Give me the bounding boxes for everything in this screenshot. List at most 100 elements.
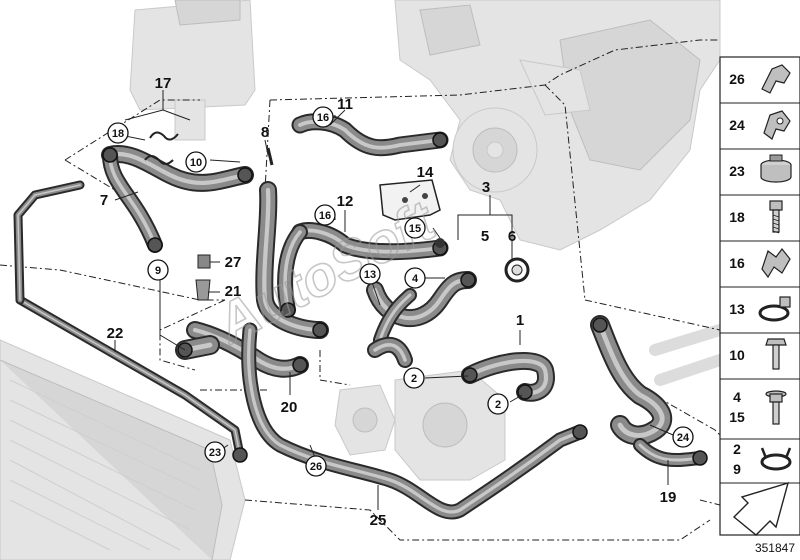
engine-block-ghost — [394, 0, 721, 251]
callout-24: 24 — [672, 426, 694, 448]
legend-label: 15 — [729, 409, 745, 425]
boundary-lines — [0, 39, 721, 541]
callout-21: 21 — [225, 283, 242, 300]
expansion-tank-ghost — [129, 0, 256, 141]
legend-label: 10 — [729, 347, 745, 363]
hose-connector — [460, 272, 476, 288]
callout-label: 16 — [317, 112, 329, 124]
callout-circle — [305, 455, 327, 477]
hose-upper — [255, 181, 329, 339]
callout-label: 24 — [677, 432, 690, 444]
hose-connector — [237, 167, 253, 183]
callout-label: 25 — [370, 512, 387, 529]
hose-connector — [102, 147, 118, 163]
hose-19 — [633, 438, 707, 467]
document-number: 351847 — [755, 541, 795, 555]
callout-label: 12 — [337, 193, 354, 210]
callout-label: 18 — [112, 128, 124, 140]
callout-circle — [204, 441, 226, 463]
legend-item-10: 10 — [720, 332, 800, 370]
hose-1 — [461, 351, 555, 402]
hose-clip-icon — [761, 248, 791, 279]
callout-circle — [404, 217, 426, 239]
hose-connector — [280, 302, 296, 318]
hose-7 — [101, 145, 254, 192]
callout-25: 25 — [370, 512, 387, 529]
callout-circle — [107, 122, 129, 144]
callout-circle — [487, 393, 509, 415]
spring-clamp-icon — [760, 447, 792, 471]
hoses-layer — [13, 113, 708, 520]
callout-circle — [672, 426, 694, 448]
callout-14: 14 — [417, 164, 434, 181]
legend-label: 9 — [733, 461, 741, 477]
hose-connector — [592, 317, 608, 333]
callout-label: 5 — [481, 228, 489, 245]
flange-bolt-icon — [765, 390, 787, 425]
legend-item-26: 26 — [729, 64, 791, 94]
legend-item-13: 13 — [720, 286, 800, 322]
legend-item-23: 23 — [720, 148, 800, 183]
callout-17: 17 — [155, 75, 172, 92]
callout-2b: 2 — [487, 393, 509, 415]
bolt-icon — [769, 200, 783, 234]
hose-12 — [291, 222, 449, 261]
callout-label: 2 — [495, 399, 501, 411]
callout-8: 8 — [261, 124, 269, 141]
callout-5: 5 — [481, 228, 489, 245]
legend-item-4: 415 — [720, 378, 800, 425]
callout-label: 6 — [508, 228, 516, 245]
callout-label: 10 — [190, 157, 202, 169]
pipe-left — [13, 180, 85, 305]
callout-circle — [403, 367, 425, 389]
direction-arrow-icon — [732, 481, 790, 536]
legend-item-18: 18 — [720, 194, 800, 234]
callout-label: 16 — [319, 210, 331, 222]
callout-label: 22 — [107, 325, 124, 342]
hose-right — [590, 315, 673, 446]
callout-circle — [185, 151, 207, 173]
hose-clamp-band-icon — [760, 154, 792, 183]
callout-label: 21 — [225, 283, 242, 300]
callout-11: 11 — [337, 96, 353, 113]
hose-connector — [147, 237, 163, 253]
hose-connector — [572, 424, 588, 440]
legend-label: 26 — [729, 71, 745, 87]
callout-3: 3 — [482, 179, 490, 196]
callout-circle — [404, 267, 426, 289]
legend-item-24: 24 — [720, 102, 800, 140]
callout-circle — [312, 106, 334, 128]
callout-4: 4 — [404, 267, 426, 289]
callout-label: 23 — [209, 447, 221, 459]
hose-connector — [432, 132, 448, 148]
callout-27: 27 — [225, 254, 242, 271]
callout-18: 18 — [107, 122, 129, 144]
callout-label: 20 — [281, 399, 298, 416]
callout-label: 13 — [364, 269, 376, 281]
callout-label: 27 — [225, 254, 242, 271]
callout-circle — [147, 259, 169, 281]
callout-1: 1 — [516, 312, 524, 329]
hose-11 — [291, 113, 449, 157]
callout-16a: 16 — [312, 106, 334, 128]
hex-bolt-icon — [765, 338, 787, 370]
spring-clip-icon — [763, 110, 791, 140]
legend-label: 16 — [729, 255, 745, 271]
callout-label: 19 — [660, 489, 677, 506]
callout-9: 9 — [147, 259, 169, 281]
callout-label: 8 — [261, 124, 269, 141]
callout-7: 7 — [100, 192, 108, 209]
callout-label: 15 — [409, 223, 421, 235]
hose-13 — [366, 271, 477, 327]
callout-label: 2 — [411, 373, 417, 385]
callout-15: 15 — [404, 217, 426, 239]
hose-connector — [312, 322, 328, 338]
legend-label: 4 — [733, 389, 741, 405]
hose-4 — [373, 288, 417, 347]
legend-label: 24 — [729, 117, 745, 133]
callout-12: 12 — [337, 193, 354, 210]
